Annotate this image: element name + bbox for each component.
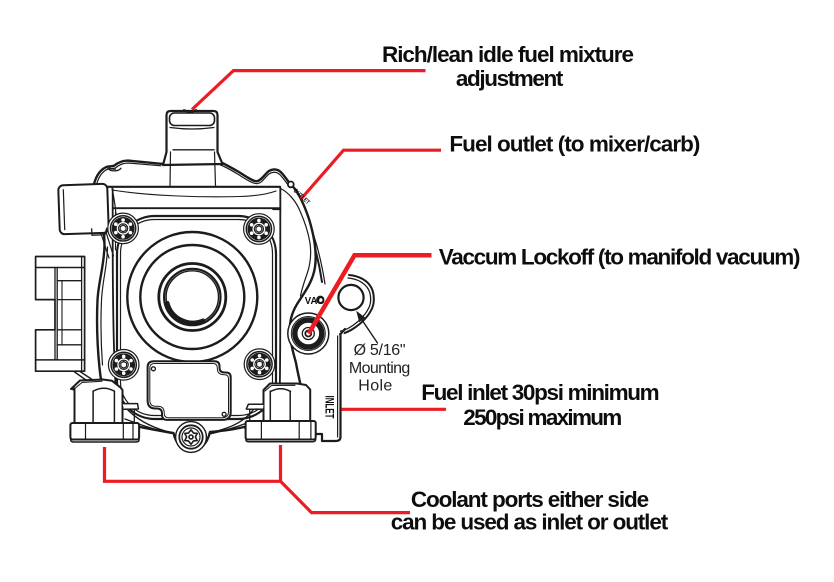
svg-text:Vaccum Lockoff (to manifold va: Vaccum Lockoff (to manifold vacuum) [439, 244, 801, 269]
svg-text:can be used as inlet or outlet: can be used as inlet or outlet [391, 509, 669, 534]
svg-text:Ø 5/16": Ø 5/16" [354, 342, 406, 359]
svg-text:Hole: Hole [358, 378, 392, 395]
svg-text:250psi maximum: 250psi maximum [463, 405, 622, 430]
svg-text:Fuel inlet 30psi minimum: Fuel inlet 30psi minimum [421, 380, 660, 405]
svg-text:INLET: INLET [323, 396, 335, 419]
svg-text:Mounting: Mounting [349, 360, 410, 377]
svg-text:adjustment: adjustment [456, 66, 564, 91]
svg-text:Coolant ports either side: Coolant ports either side [411, 487, 649, 512]
svg-text:Rich/lean idle fuel mixture: Rich/lean idle fuel mixture [382, 42, 634, 67]
svg-text:Fuel outlet (to mixer/carb): Fuel outlet (to mixer/carb) [449, 131, 700, 156]
svg-text:VAC: VAC [305, 296, 325, 307]
